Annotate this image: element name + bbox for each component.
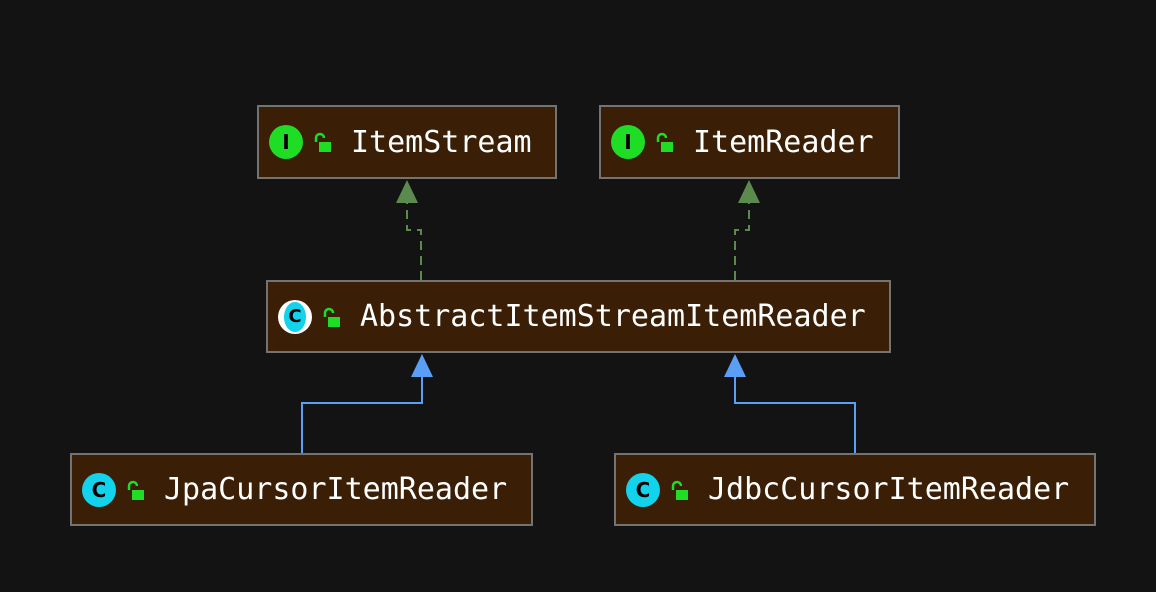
node-abstractitemstreamitemreader[interactable]: C AbstractItemStreamItemReader <box>266 280 891 353</box>
interface-badge-icon: I <box>611 125 645 159</box>
class-badge-icon: C <box>82 472 116 507</box>
class-badge-icon: C <box>626 472 660 507</box>
abstract-class-badge-icon: C <box>278 299 312 334</box>
node-itemreader[interactable]: I ItemReader <box>599 105 900 179</box>
node-label: ItemStream <box>351 124 532 160</box>
unlocked-lock-icon <box>323 307 340 327</box>
unlocked-lock-icon <box>656 132 673 152</box>
node-jdbccursoritemreader[interactable]: C JdbcCursorItemReader <box>614 453 1096 526</box>
edge-abstract-implements-itemstream <box>396 180 422 280</box>
node-jpacursoritemreader[interactable]: C JpaCursorItemReader <box>70 453 533 526</box>
node-label: ItemReader <box>693 124 874 160</box>
node-label: JpaCursorItemReader <box>164 472 508 507</box>
node-itemstream[interactable]: I ItemStream <box>257 105 557 179</box>
edge-jpa-extends-abstract <box>301 354 433 453</box>
interface-badge-icon: I <box>269 125 303 159</box>
abstract-class-badge-letter: C <box>284 301 306 332</box>
unlocked-lock-icon <box>127 480 144 500</box>
unlocked-lock-icon <box>671 480 688 500</box>
unlocked-lock-icon <box>314 132 331 152</box>
edge-abstract-implements-itemreader <box>734 180 760 280</box>
node-label: AbstractItemStreamItemReader <box>360 299 866 334</box>
edge-jdbc-extends-abstract <box>724 354 856 453</box>
node-label: JdbcCursorItemReader <box>708 472 1070 507</box>
